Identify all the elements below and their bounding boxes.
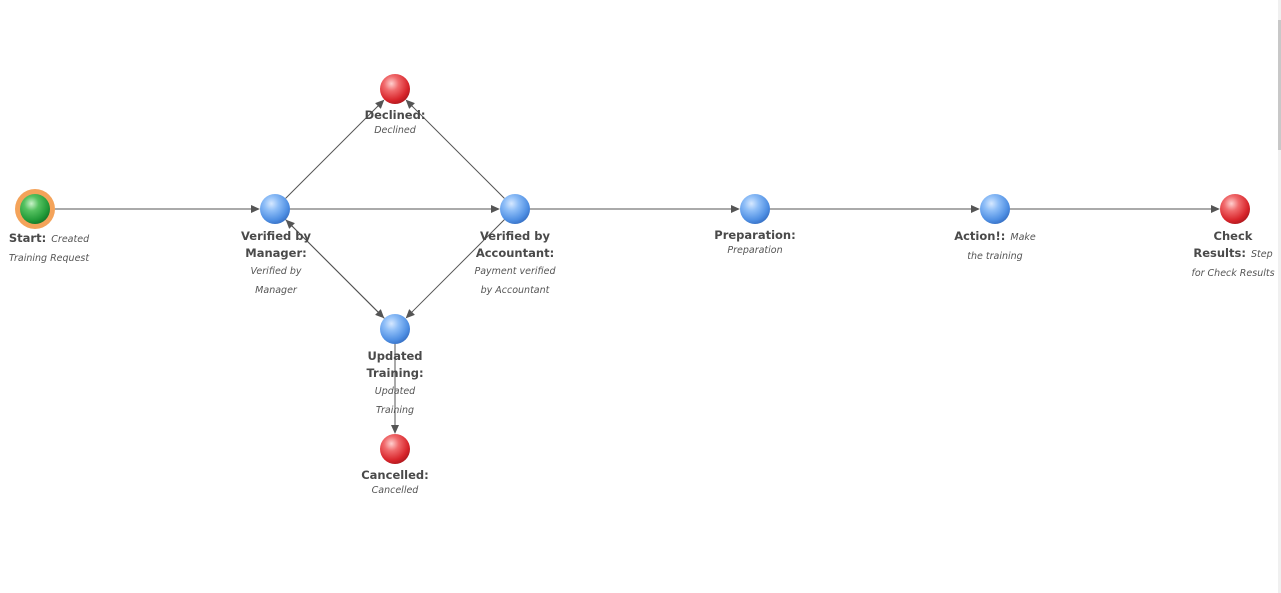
node-name: Cancelled: xyxy=(361,468,429,482)
node-name: Preparation: xyxy=(714,228,796,242)
node-circle xyxy=(740,194,770,224)
edge-accountant-to-updated xyxy=(405,219,505,319)
node-label-cancelled: Cancelled: Cancelled xyxy=(345,467,445,499)
node-action[interactable] xyxy=(980,194,1010,224)
node-circle xyxy=(980,194,1010,224)
node-label-accountant: Verified by Accountant: Payment verified… xyxy=(470,227,560,299)
node-updated[interactable] xyxy=(380,314,410,344)
node-circle xyxy=(380,314,410,344)
node-start[interactable] xyxy=(15,189,55,229)
node-manager[interactable] xyxy=(260,194,290,224)
vertical-scrollbar[interactable] xyxy=(1278,0,1281,593)
node-name: Updated Training: xyxy=(366,349,424,380)
node-check[interactable] xyxy=(1220,194,1250,224)
node-name: Action!: xyxy=(954,229,1006,243)
node-description: Created Training Request xyxy=(8,234,90,264)
node-description: Payment verified by Accountant xyxy=(474,266,556,296)
edge-updated-to-manager xyxy=(285,219,385,319)
node-description: Verified by Manager xyxy=(250,266,302,296)
node-preparation[interactable] xyxy=(740,194,770,224)
node-circle xyxy=(500,194,530,224)
node-name: Start: xyxy=(8,231,47,245)
node-description: Declined xyxy=(374,125,416,136)
node-label-preparation: Preparation: Preparation xyxy=(695,227,815,259)
node-circle xyxy=(20,194,50,224)
node-cancelled[interactable] xyxy=(380,434,410,464)
node-name: Declined: xyxy=(364,108,426,122)
node-circle xyxy=(380,74,410,104)
node-name: Verified by Accountant: xyxy=(475,229,555,260)
node-name: Verified by Manager: xyxy=(241,229,311,260)
node-description: Step for Check Results xyxy=(1191,249,1275,279)
node-declined[interactable] xyxy=(380,74,410,104)
node-name: Check Results: xyxy=(1193,229,1253,260)
node-accountant[interactable] xyxy=(500,194,530,224)
edge-accountant-to-declined xyxy=(405,99,505,199)
node-description: Preparation xyxy=(727,245,783,256)
node-description: Make the training xyxy=(967,232,1036,262)
node-label-check: Check Results: Step for Check Results xyxy=(1190,227,1276,282)
node-circle xyxy=(380,434,410,464)
node-circle xyxy=(260,194,290,224)
node-label-start: Start: Created Training Request xyxy=(4,229,94,267)
node-label-action: Action!: Make the training xyxy=(945,227,1045,265)
node-label-declined: Declined: Declined xyxy=(345,107,445,139)
node-description: Cancelled xyxy=(371,485,419,496)
node-description: Updated Training xyxy=(374,386,416,416)
edge-manager-to-declined xyxy=(285,99,385,199)
node-circle xyxy=(1220,194,1250,224)
scrollbar-thumb[interactable] xyxy=(1278,20,1281,150)
node-label-updated: Updated Training: Updated Training xyxy=(357,347,433,419)
node-label-manager: Verified by Manager: Verified by Manager xyxy=(236,227,316,299)
